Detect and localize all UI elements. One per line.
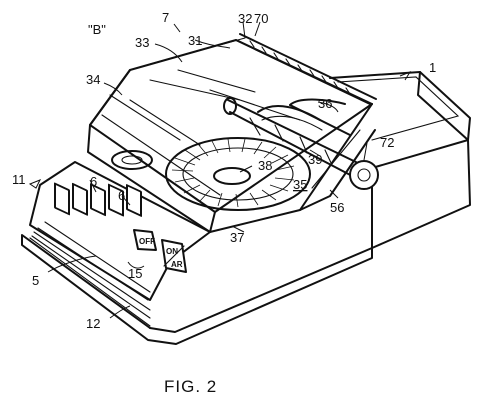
display-windows — [54, 182, 142, 217]
ref-72: 72 — [380, 135, 394, 150]
off-button-label: OFF — [139, 237, 155, 246]
guide-plate — [299, 103, 376, 211]
figure-caption: FIG. 2 — [164, 377, 217, 396]
ref-35: 35 — [293, 177, 307, 192]
ref-6b: 6 — [118, 188, 125, 203]
reference-labels: "B" 7 32 70 31 33 34 1 36 38 39 72 35 56… — [12, 10, 436, 331]
ref-6a: 6 — [90, 174, 97, 189]
ref-7: 7 — [162, 10, 169, 25]
roller-assembly — [223, 97, 379, 190]
ref-32: 32 — [238, 11, 252, 26]
ref-39: 39 — [308, 152, 322, 167]
display-digit-4 — [108, 183, 124, 217]
on-button-label: ON — [166, 247, 178, 256]
ref-12: 12 — [86, 316, 100, 331]
ref-11: 11 — [12, 172, 26, 187]
ref-31: 31 — [188, 33, 202, 48]
ref-56: 56 — [330, 200, 344, 215]
leader-lines — [28, 21, 412, 319]
ref-33: 33 — [135, 35, 149, 50]
off-button[interactable]: OFF — [133, 229, 157, 251]
ar-button-label: AR — [171, 260, 183, 269]
ref-1: 1 — [429, 60, 436, 75]
ref-70: 70 — [254, 11, 268, 26]
ref-5: 5 — [32, 273, 39, 288]
display-digit-3 — [90, 183, 106, 217]
ref-38: 38 — [258, 158, 272, 173]
hinge — [235, 33, 377, 105]
ref-36: 36 — [318, 96, 332, 111]
display-digit-1 — [54, 182, 70, 216]
view-label: "B" — [88, 22, 106, 37]
brush-disc — [165, 137, 311, 211]
ref-37: 37 — [230, 230, 244, 245]
ref-15: 15 — [128, 266, 142, 281]
display-digit-2 — [72, 182, 88, 216]
base-housing — [21, 71, 471, 345]
small-disc — [111, 150, 153, 170]
display-digit-5 — [126, 184, 142, 217]
on-ar-button[interactable]: ON AR — [161, 239, 187, 273]
ref-34: 34 — [86, 72, 100, 87]
